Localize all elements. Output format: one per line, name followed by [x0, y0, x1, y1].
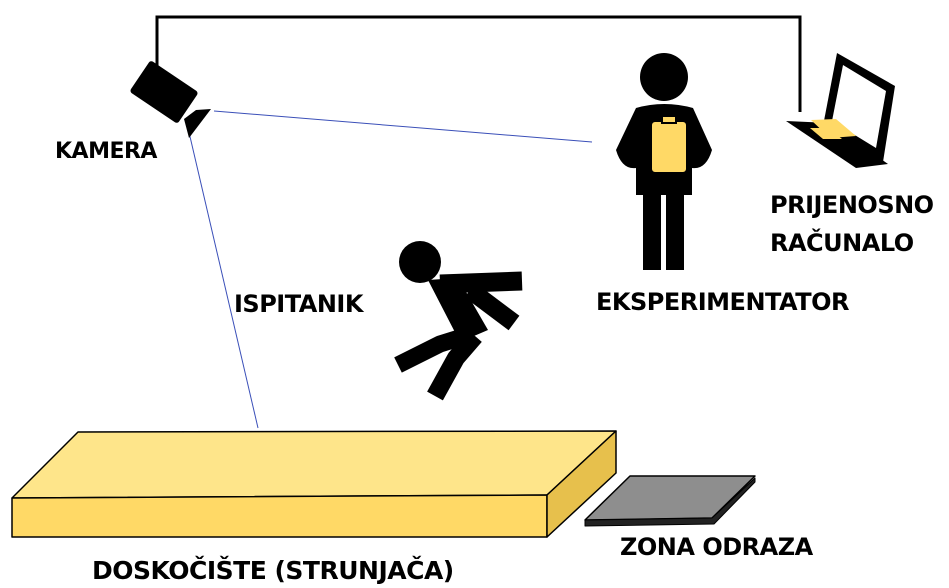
laptop-label-line2: RAČUNALO [770, 229, 914, 257]
takeoff-zone [584, 475, 756, 527]
landing-mat-label: DOSKOČIŠTE (STRUNJAČA) [92, 556, 454, 585]
landing-mat-front [11, 494, 548, 538]
standing-person-with-tablet-icon [616, 53, 712, 270]
camera-laptop-cable [155, 15, 802, 112]
takeoff-zone-top [584, 475, 756, 521]
landing-mat-side [546, 430, 617, 538]
laptop-icon [786, 53, 895, 168]
camera-sight-lines [187, 110, 593, 429]
experimenter-label: EKSPERIMENTATOR [596, 288, 850, 316]
sight-line-to-experimenter [213, 110, 593, 143]
subject-label: ISPITANIK [234, 290, 363, 318]
jumping-person-icon [394, 241, 523, 401]
landing-mat-top [11, 430, 617, 499]
camera-icon [130, 61, 211, 138]
takeoff-zone-edge [584, 477, 756, 527]
laptop-label: PRIJENOSNO RAČUNALO [770, 186, 948, 262]
camera-label: KAMERA [55, 139, 157, 164]
takeoff-zone-label: ZONA ODRAZA [620, 533, 813, 561]
landing-mat [11, 430, 617, 538]
sight-line-to-mat [187, 127, 259, 429]
laptop-label-line1: PRIJENOSNO [770, 191, 934, 219]
